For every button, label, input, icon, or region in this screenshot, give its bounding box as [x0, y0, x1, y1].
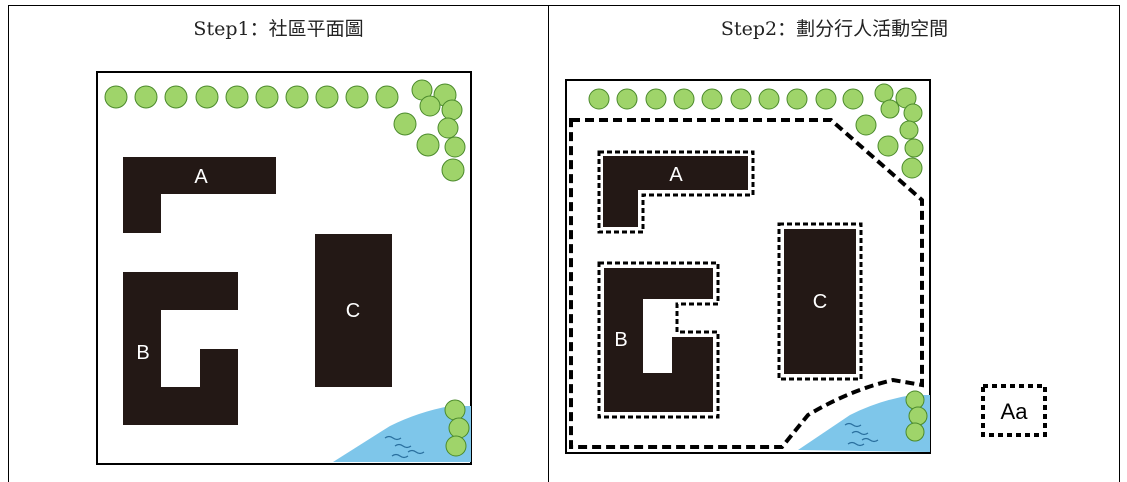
- tree-icon: [437, 117, 459, 139]
- tree-icon: [908, 406, 928, 426]
- tree-icon: [616, 88, 638, 110]
- pond: [798, 395, 930, 452]
- tree-icon: [815, 88, 837, 110]
- tree-icon: [877, 135, 899, 157]
- legend-text: Aa: [1001, 399, 1029, 424]
- building-b-label: B: [614, 329, 627, 351]
- building-c: [784, 229, 856, 374]
- tree-icon: [134, 85, 158, 109]
- tree-icon: [375, 85, 399, 109]
- tree-icon: [904, 138, 924, 158]
- tree-icon: [730, 88, 752, 110]
- step1-plan: A B C: [96, 71, 472, 465]
- building-b-label: B: [136, 342, 149, 364]
- tree-icon: [285, 85, 309, 109]
- tree-icon: [786, 88, 808, 110]
- tree-icon: [255, 85, 279, 109]
- step2-title: Step2：劃分行人活動空間: [720, 18, 949, 40]
- tree-icon: [195, 85, 219, 109]
- tree-icon: [645, 88, 667, 110]
- building-a-buffer: [597, 150, 755, 234]
- tree-icon: [444, 399, 466, 421]
- figure-table: [8, 5, 1120, 482]
- tree-icon: [673, 88, 695, 110]
- water-waves: [844, 422, 879, 447]
- tree-cluster-corner: [393, 79, 466, 182]
- tree-row-top: [588, 88, 864, 110]
- tree-icon: [416, 133, 440, 157]
- step2-plan: A B C: [565, 79, 931, 454]
- building-b: [123, 272, 238, 425]
- tree-icon: [880, 99, 900, 119]
- tree-icon: [419, 95, 441, 117]
- tree-icon: [225, 85, 249, 109]
- pedestrian-zone-boundary: [569, 118, 924, 449]
- tree-icon: [903, 103, 923, 123]
- building-a: [603, 156, 748, 227]
- legend: Aa: [981, 384, 1047, 437]
- tree-icon: [448, 417, 470, 439]
- building-a-label: A: [669, 164, 683, 186]
- legend-dashed-box: [981, 384, 1047, 437]
- tree-icon: [315, 85, 339, 109]
- tree-icon: [855, 114, 877, 136]
- tree-row-top: [104, 85, 399, 109]
- tree-icon: [874, 83, 894, 103]
- building-a: [123, 157, 276, 233]
- tree-icon: [758, 88, 780, 110]
- tree-icon: [441, 99, 463, 121]
- building-b: [604, 268, 713, 412]
- tree-icon: [905, 390, 925, 410]
- column-divider: [548, 5, 549, 482]
- tree-icon: [345, 85, 369, 109]
- tree-icon: [701, 88, 723, 110]
- building-c-label: C: [813, 291, 827, 313]
- building-c-buffer: [777, 222, 863, 381]
- building-b-buffer: [597, 261, 720, 419]
- tree-icon: [588, 88, 610, 110]
- building-a-label: A: [194, 166, 208, 188]
- tree-icon: [104, 85, 128, 109]
- tree-cluster-corner: [855, 83, 924, 179]
- tree-icon: [901, 157, 923, 179]
- tree-icon: [444, 136, 466, 158]
- tree-icon: [393, 112, 417, 136]
- tree-icon: [842, 88, 864, 110]
- tree-icon: [164, 85, 188, 109]
- pond: [333, 406, 471, 462]
- tree-icon: [441, 158, 465, 182]
- building-c-label: C: [346, 300, 360, 322]
- building-c: [315, 234, 392, 387]
- water-waves: [384, 435, 425, 459]
- tree-icon: [905, 422, 925, 442]
- step1-title: Step1：社區平面圖: [193, 18, 364, 40]
- tree-icon: [445, 435, 467, 457]
- tree-icon: [899, 120, 919, 140]
